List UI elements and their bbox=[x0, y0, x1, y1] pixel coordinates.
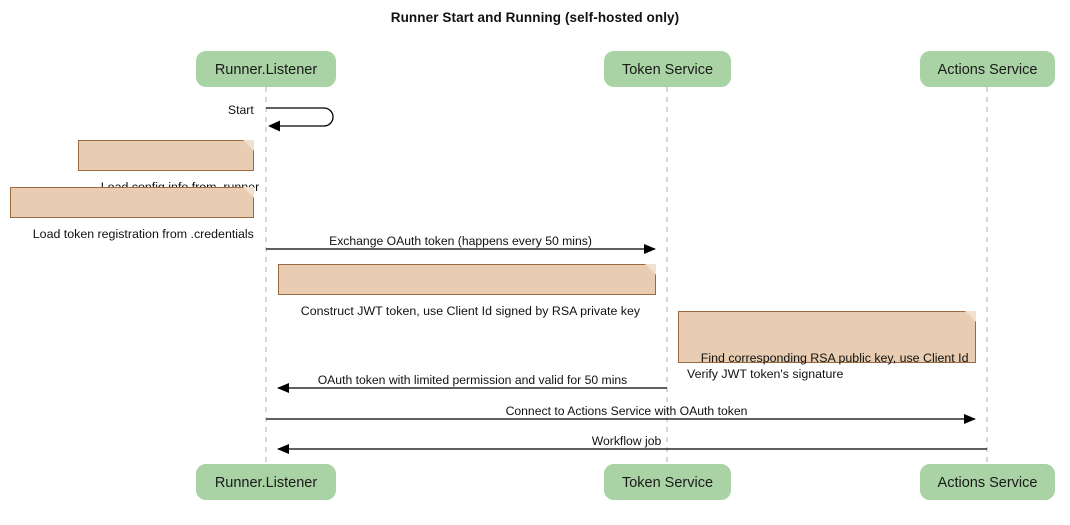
note-load-config: Load config info from .runner bbox=[78, 140, 259, 194]
participant-label: Actions Service bbox=[937, 475, 1038, 491]
note-verify-jwt: Find corresponding RSA public key, use C… bbox=[678, 311, 976, 381]
note-construct-jwt: Construct JWT token, use Client Id signe… bbox=[278, 264, 656, 318]
note-fold-icon bbox=[645, 264, 656, 275]
message-label-workflow-job: Workflow job bbox=[591, 434, 662, 448]
note-fold-icon bbox=[243, 187, 254, 198]
participant-label: Runner.Listener bbox=[214, 62, 318, 78]
message-label-start: Start bbox=[228, 103, 254, 117]
participant-footer-actions[interactable]: Actions Service bbox=[920, 464, 1055, 500]
note-fold-icon bbox=[965, 311, 976, 322]
participant-header-runner[interactable]: Runner.Listener bbox=[196, 51, 336, 87]
message-label-exchange-oauth: Exchange OAuth token (happens every 50 m… bbox=[329, 234, 592, 248]
participant-footer-runner[interactable]: Runner.Listener bbox=[196, 464, 336, 500]
participant-label: Runner.Listener bbox=[214, 475, 318, 491]
note-text: Find corresponding RSA public key, use C… bbox=[687, 351, 969, 381]
message-label-oauth-return: OAuth token with limited permission and … bbox=[317, 373, 628, 387]
note-text: Load token registration from .credential… bbox=[32, 227, 254, 241]
message-arrow-start bbox=[266, 107, 334, 132]
participant-header-actions[interactable]: Actions Service bbox=[920, 51, 1055, 87]
note-fold-icon bbox=[243, 140, 254, 151]
note-text: Construct JWT token, use Client Id signe… bbox=[300, 304, 641, 318]
page-title: Runner Start and Running (self-hosted on… bbox=[390, 10, 680, 25]
participant-header-token[interactable]: Token Service bbox=[604, 51, 731, 87]
participant-footer-token[interactable]: Token Service bbox=[604, 464, 731, 500]
note-load-token-registration: Load token registration from .credential… bbox=[10, 187, 254, 241]
participant-label: Token Service bbox=[621, 62, 714, 78]
message-label-connect-actions: Connect to Actions Service with OAuth to… bbox=[505, 404, 748, 418]
participant-label: Actions Service bbox=[937, 62, 1038, 78]
participant-label: Token Service bbox=[621, 475, 714, 491]
lifeline-group bbox=[265, 87, 988, 464]
